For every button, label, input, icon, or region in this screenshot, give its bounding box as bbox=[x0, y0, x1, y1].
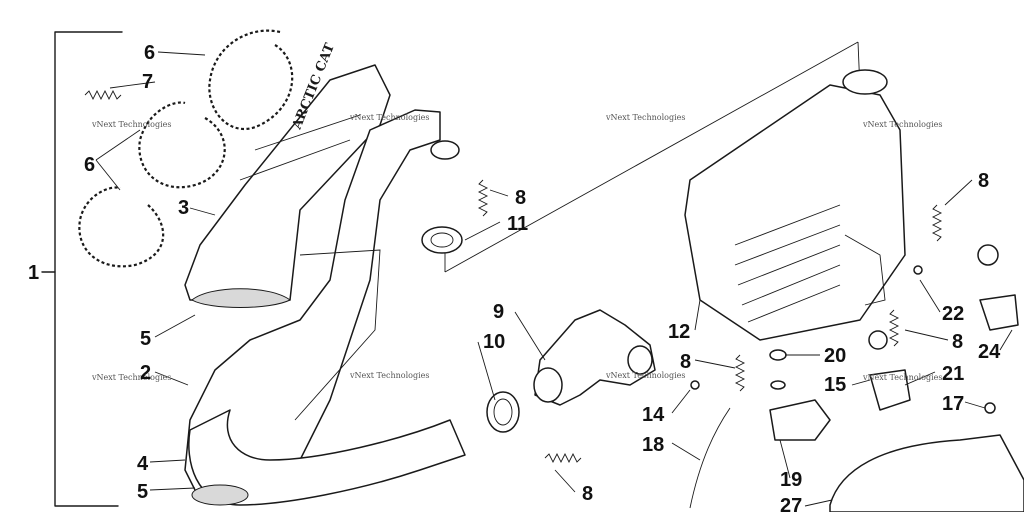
callout-27: 27 bbox=[780, 495, 802, 512]
callout-24: 24 bbox=[978, 341, 1001, 363]
spring-8-icons bbox=[477, 179, 943, 464]
callout-3: 3 bbox=[178, 197, 189, 219]
callout-9: 9 bbox=[493, 301, 504, 323]
callout-8: 8 bbox=[515, 187, 526, 209]
watermark-text: vNext Technologies bbox=[91, 120, 171, 129]
callout-12: 12 bbox=[668, 321, 690, 343]
callout-14: 14 bbox=[642, 404, 665, 426]
callout-6: 6 bbox=[84, 154, 95, 176]
watermark-text: vNext Technologies bbox=[349, 371, 429, 380]
exhaust-manifold-part-9 bbox=[533, 309, 656, 406]
expansion-pipe-part-2 bbox=[184, 109, 466, 506]
callout-8: 8 bbox=[680, 351, 691, 373]
callout-8: 8 bbox=[582, 483, 593, 505]
watermark-text: vNext Technologies bbox=[605, 371, 685, 380]
callout-8: 8 bbox=[952, 331, 963, 353]
callout-1: 1 bbox=[28, 262, 39, 284]
callout-19: 19 bbox=[780, 469, 802, 491]
seal-ring-middle bbox=[138, 101, 226, 189]
leader-lines bbox=[95, 51, 1013, 507]
grommet-part-11 bbox=[421, 140, 463, 254]
callout-6: 6 bbox=[144, 42, 155, 64]
callout-15: 15 bbox=[824, 374, 846, 396]
callout-5: 5 bbox=[140, 328, 151, 350]
muffler-part-3 bbox=[184, 64, 391, 308]
callout-17: 17 bbox=[942, 393, 964, 415]
callout-7: 7 bbox=[142, 71, 153, 93]
watermarks: vNext Technologies vNext Technologies vN… bbox=[91, 113, 942, 382]
callout-8: 8 bbox=[978, 170, 989, 192]
callout-22: 22 bbox=[942, 303, 964, 325]
spring-7-icon bbox=[84, 89, 122, 101]
seal-ring-upper bbox=[208, 29, 294, 131]
watermark-text: vNext Technologies bbox=[91, 373, 171, 382]
watermark-text: vNext Technologies bbox=[862, 120, 942, 129]
gasket-part-10 bbox=[486, 391, 520, 433]
callout-11: 11 bbox=[507, 213, 528, 235]
watermark-text: vNext Technologies bbox=[349, 113, 429, 122]
assembly-bracket-1 bbox=[41, 31, 123, 507]
callout-21: 21 bbox=[942, 363, 964, 385]
hardware-parts bbox=[689, 244, 1024, 512]
callout-18: 18 bbox=[642, 434, 664, 456]
callout-20: 20 bbox=[824, 345, 846, 367]
silencer-part-12 bbox=[684, 69, 906, 341]
callout-labels: 1 2 3 4 5 5 6 6 7 8 8 8 8 8 9 10 11 12 1… bbox=[28, 42, 1001, 512]
watermark-text: vNext Technologies bbox=[605, 113, 685, 122]
watermark-text: vNext Technologies bbox=[862, 373, 942, 382]
seal-ring-lower bbox=[78, 186, 165, 268]
callout-5: 5 bbox=[137, 481, 148, 503]
callout-10: 10 bbox=[483, 331, 505, 353]
callout-4: 4 bbox=[137, 453, 149, 475]
callout-2: 2 bbox=[140, 362, 151, 384]
